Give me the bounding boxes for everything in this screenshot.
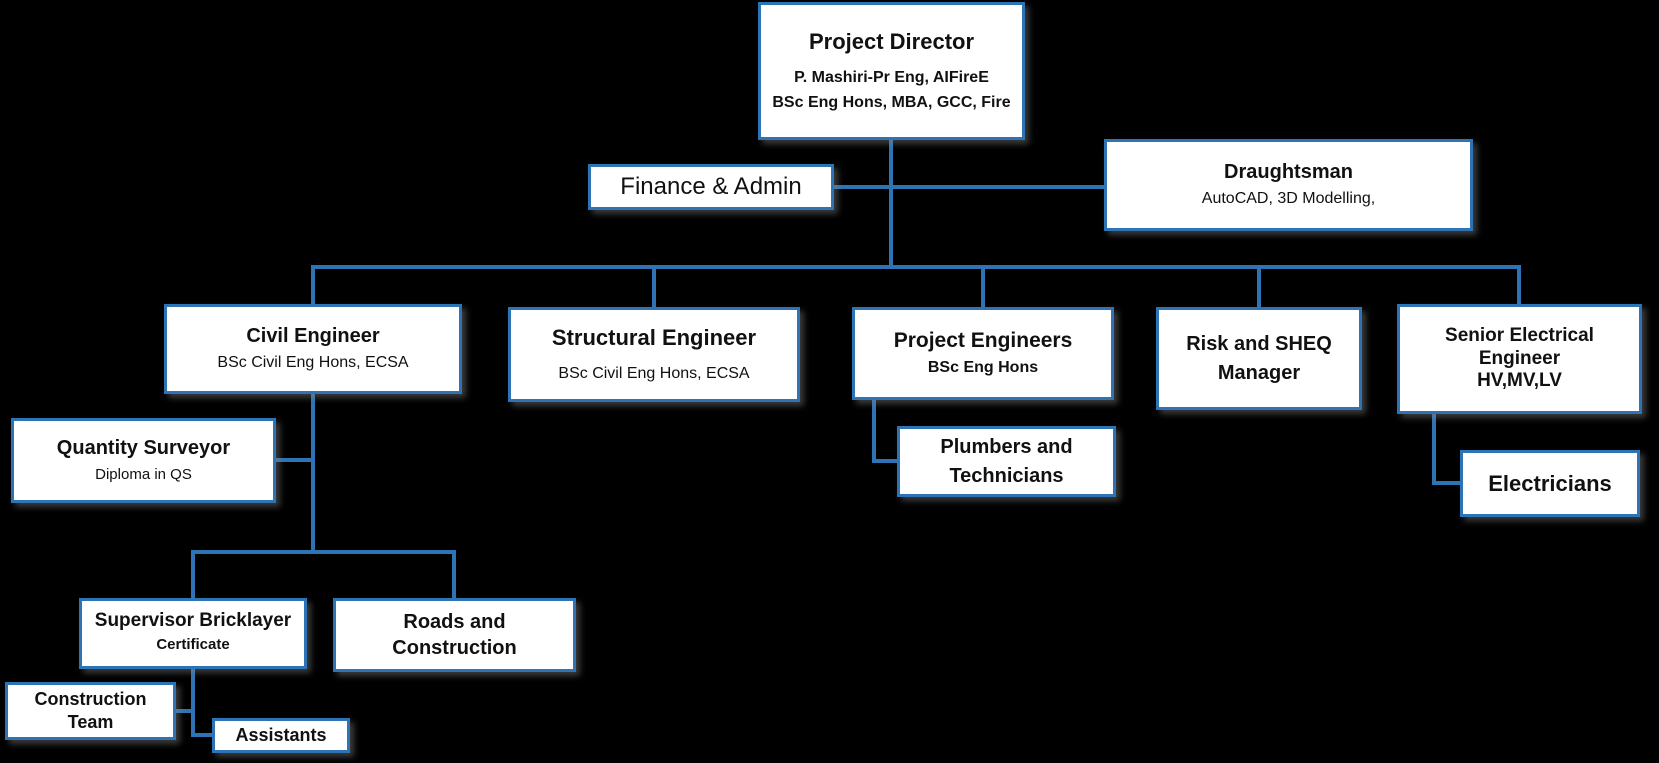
node-credential-line: Diploma in QS (95, 466, 192, 484)
node-credential-line: BSc Eng Hons, MBA, GCC, Fire (772, 93, 1011, 111)
node-title-line2: Manager (1217, 361, 1301, 384)
node-title-line2: HV,MV,LV (1477, 370, 1562, 392)
node-construction-team: Construction Team (5, 682, 176, 740)
connector-quantity-surveyor-stub (276, 458, 315, 462)
node-roads-construction: Roads and Construction (333, 598, 576, 672)
node-title: Quantity Surveyor (56, 437, 231, 460)
node-title: Plumbers and (940, 435, 1073, 458)
connector-drop-roads (452, 554, 456, 598)
node-title: Supervisor Bricklayer (94, 610, 292, 632)
node-project-director: Project Director P. Mashiri-Pr Eng, AIFi… (758, 2, 1025, 140)
node-title-line2: Technicians (949, 464, 1064, 487)
node-credential-line: BSc Civil Eng Hons, ECSA (558, 365, 750, 383)
connector-construction-team-stub (176, 709, 195, 713)
node-title: Draughtsman (1224, 161, 1353, 184)
node-project-engineers: Project Engineers BSc Eng Hons (852, 307, 1114, 400)
connector-finance-draughtsman (834, 185, 1104, 189)
connector-bricklayer-trunk (191, 669, 195, 737)
connector-level2-distribution (311, 265, 1521, 269)
node-title: Senior Electrical Engineer (1445, 324, 1594, 369)
node-credential-line: BSc Civil Eng Hons, ECSA (217, 354, 409, 372)
node-civil-engineer: Civil Engineer BSc Civil Eng Hons, ECSA (164, 304, 462, 394)
node-supervisor-bricklayer: Supervisor Bricklayer Certificate (79, 598, 307, 669)
connector-plumbers-stub (872, 459, 897, 463)
connector-drop-project-engineers (981, 269, 985, 307)
node-assistants: Assistants (212, 718, 350, 753)
node-title: Civil Engineer (246, 325, 380, 348)
connector-project-engineers-drop (872, 400, 876, 463)
node-senior-electrical-engineer: Senior Electrical Engineer HV,MV,LV (1397, 304, 1642, 414)
node-finance-admin: Finance & Admin (588, 164, 834, 210)
connector-drop-bricklayer (191, 554, 195, 598)
node-credential-line: Certificate (156, 636, 230, 654)
connector-civil-trunk (311, 394, 315, 554)
node-plumbers-technicians: Plumbers and Technicians (897, 426, 1116, 497)
node-title: Project Director (808, 29, 975, 55)
node-credential-line: BSc Eng Hons (927, 359, 1039, 377)
node-title: Construction (34, 688, 147, 709)
connector-drop-structural (652, 269, 656, 307)
connector-senior-electrical-drop (1432, 414, 1436, 485)
node-risk-sheq-manager: Risk and SHEQ Manager (1156, 307, 1362, 410)
connector-drop-civil (311, 269, 315, 304)
node-title: Electricians (1488, 470, 1612, 496)
node-title: Assistants (235, 724, 327, 745)
node-electricians: Electricians (1460, 450, 1640, 517)
node-quantity-surveyor: Quantity Surveyor Diploma in QS (11, 418, 276, 503)
node-title-line2: Construction (392, 637, 517, 659)
node-title: Risk and SHEQ (1186, 332, 1332, 355)
connector-assistants-stub (195, 733, 212, 737)
node-credential-line: AutoCAD, 3D Modelling, (1201, 190, 1376, 208)
node-title-line2: Team (67, 712, 114, 732)
node-title: Structural Engineer (551, 325, 757, 351)
node-title: Finance & Admin (620, 173, 802, 200)
node-title: Roads and (403, 611, 506, 633)
connector-drop-senior-electrical (1517, 269, 1521, 304)
connector-director-trunk (889, 140, 893, 269)
node-title: Project Engineers (893, 328, 1073, 352)
node-structural-engineer: Structural Engineer BSc Civil Eng Hons, … (508, 307, 800, 402)
connector-civil-sub-distribution (191, 550, 456, 554)
node-draughtsman: Draughtsman AutoCAD, 3D Modelling, (1104, 139, 1473, 231)
connector-drop-risk-sheq (1257, 269, 1261, 307)
node-credential-line: P. Mashiri-Pr Eng, AIFireE (794, 69, 989, 87)
connector-electricians-stub (1432, 481, 1460, 485)
